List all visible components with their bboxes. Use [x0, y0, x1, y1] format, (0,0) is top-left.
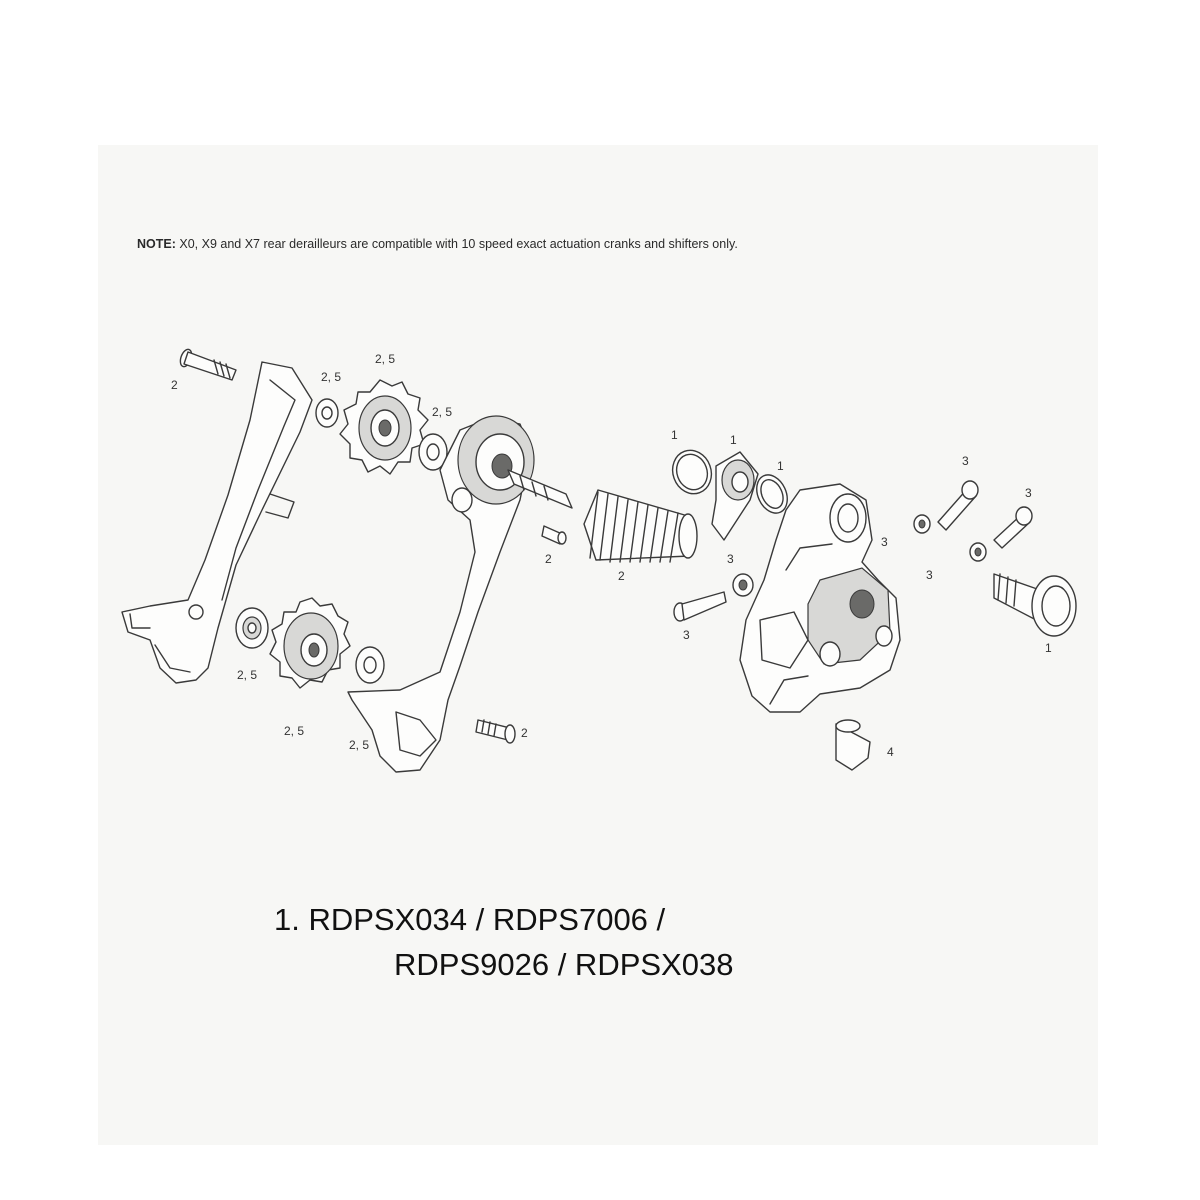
outer-cage-plate	[121, 361, 313, 684]
parts-line-2: RDPS9026 / RDPSX038	[394, 947, 734, 982]
washer-upper-left	[315, 398, 339, 428]
callout-washer-lower-left: 2, 5	[237, 668, 257, 682]
note-label: NOTE:	[137, 237, 176, 251]
callout-oring-right: 1	[777, 459, 784, 473]
washer-mid	[732, 573, 754, 597]
callout-bolt-lower: 2	[521, 726, 528, 740]
screw-top-right	[993, 506, 1033, 549]
callout-spring: 2	[618, 569, 625, 583]
mount-bolt	[993, 573, 1077, 637]
callout-screw-top-right: 3	[1025, 486, 1032, 500]
parts-line-1: 1. RDPSX034 / RDPS7006 /	[274, 902, 666, 937]
washer-top-right	[969, 542, 987, 562]
cage-bolt-lower	[475, 719, 516, 744]
oring-right	[756, 474, 788, 514]
washer-lower-right	[355, 646, 385, 684]
callout-bolt-top-left: 2	[171, 378, 178, 392]
callout-washer-upper-right: 2, 5	[432, 405, 452, 419]
callouts: 2 2, 5 2, 5 2, 5 2, 5 2, 5 2, 5 2 2 2 1 …	[171, 352, 1052, 759]
callout-screw-top: 3	[962, 454, 969, 468]
callout-washer-lower-right: 2, 5	[349, 738, 369, 752]
callout-mount-bolt: 1	[1045, 641, 1052, 655]
callout-pulley-lower: 2, 5	[284, 724, 304, 738]
callout-body-top: 3	[881, 535, 888, 549]
screw-left	[673, 591, 727, 622]
callout-pulley-upper: 2, 5	[375, 352, 395, 366]
diagram-panel	[98, 145, 1098, 1145]
small-cap	[541, 525, 567, 545]
callout-washer-mid: 3	[727, 552, 734, 566]
cage-bolt-top	[179, 348, 237, 381]
derailleur-body	[739, 483, 901, 713]
callout-washer-upper-left: 2, 5	[321, 370, 341, 384]
note-text: X0, X9 and X7 rear derailleurs are compa…	[179, 237, 738, 251]
bushing-tab	[711, 451, 759, 541]
upper-pulley	[339, 379, 429, 475]
cage-spring	[583, 489, 698, 563]
washer-top	[913, 514, 931, 534]
callout-body-side: 3	[926, 568, 933, 582]
screw-top	[937, 480, 979, 531]
washer-upper-right	[418, 433, 448, 471]
inner-cage-plate	[347, 415, 573, 773]
callout-screw-left: 3	[683, 628, 690, 642]
washer-lower-left	[235, 607, 269, 649]
callout-cable-stop: 4	[887, 745, 894, 759]
compatibility-note: NOTE: X0, X9 and X7 rear derailleurs are…	[137, 237, 738, 251]
callout-oring-left: 1	[671, 428, 678, 442]
lower-pulley	[269, 597, 351, 689]
cable-stop	[835, 719, 871, 771]
callout-bushing: 1	[730, 433, 737, 447]
oring-left	[671, 449, 713, 495]
callout-cap-small: 2	[545, 552, 552, 566]
parts-list: 1. RDPSX034 / RDPS7006 / RDPS9026 / RDPS…	[274, 897, 733, 987]
